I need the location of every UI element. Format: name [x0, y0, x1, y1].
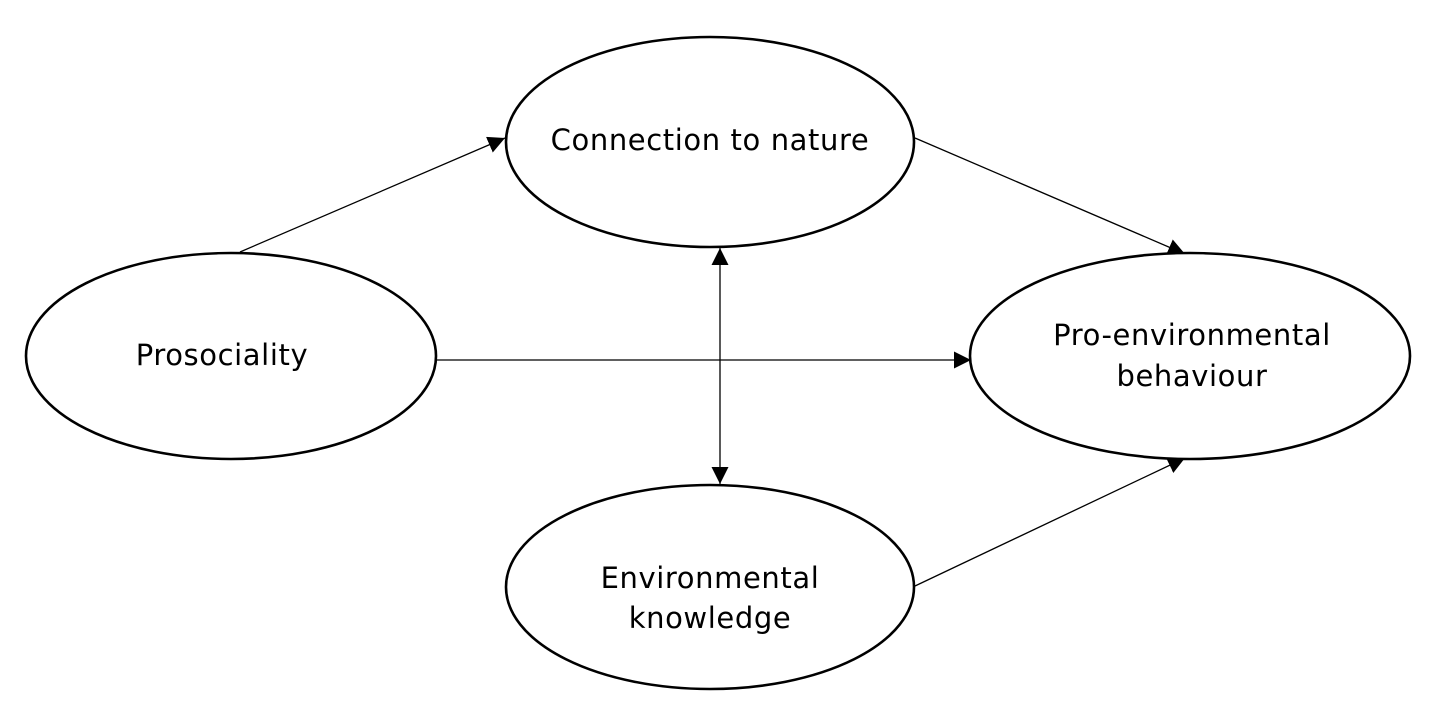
node-connection-to-nature: Connection to nature: [504, 35, 916, 249]
node-prosociality: Prosociality: [24, 251, 438, 461]
edge-prosociality-to-connection-to-nature: [239, 136, 506, 253]
node-prosociality-label: Prosociality: [136, 338, 308, 372]
node-connection-to-nature-label: Connection to nature: [551, 123, 870, 157]
node-pro-environmental-behaviour-label-line-1: Pro-environmental: [1053, 318, 1331, 352]
edges: [239, 136, 1186, 587]
node-environmental-knowledge-label-line-2: knowledge: [629, 601, 792, 635]
node-connection-to-nature-ellipse: [504, 35, 916, 249]
edge-environmental-knowledge-to-pro-environmental-behaviour: [914, 457, 1186, 587]
node-pro-environmental-behaviour: Pro-environmental behaviour: [968, 251, 1412, 461]
node-environmental-knowledge-label-line-1: Environmental: [601, 561, 820, 595]
node-prosociality-ellipse: [24, 251, 438, 461]
node-environmental-knowledge-ellipse: [504, 483, 916, 691]
node-pro-environmental-behaviour-ellipse: [968, 251, 1412, 461]
node-environmental-knowledge: Environmental knowledge: [504, 483, 916, 691]
edge-connection-to-nature-to-pro-environmental-behaviour: [914, 137, 1186, 256]
node-pro-environmental-behaviour-label-line-2: behaviour: [1116, 359, 1267, 393]
